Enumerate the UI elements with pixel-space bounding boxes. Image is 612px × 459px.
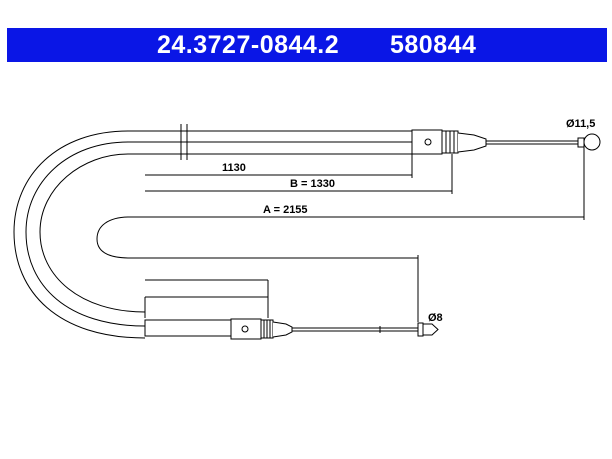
- title-bar: 24.3727-0844.2 580844: [7, 28, 607, 62]
- dim-1130-label: 1130: [222, 162, 246, 174]
- reference-number: 580844: [390, 31, 477, 59]
- top-end-fitting: [411, 129, 601, 155]
- dim-a-label: A = 2155: [263, 204, 308, 216]
- cable-sheath-inner: [39, 153, 412, 313]
- dim-b-label: B = 1330: [290, 178, 335, 190]
- bottom-end-fitting: [144, 318, 439, 340]
- diameter-bottom-label: Ø8: [428, 312, 443, 324]
- cable-sheath-outer: [13, 130, 412, 339]
- diameter-top-label: Ø11,5: [566, 118, 595, 130]
- cable-inner-bend: [96, 216, 418, 259]
- part-number: 24.3727-0844.2: [157, 31, 340, 59]
- sheath-clip: [180, 124, 188, 160]
- cable-sheath-middle: [25, 141, 412, 327]
